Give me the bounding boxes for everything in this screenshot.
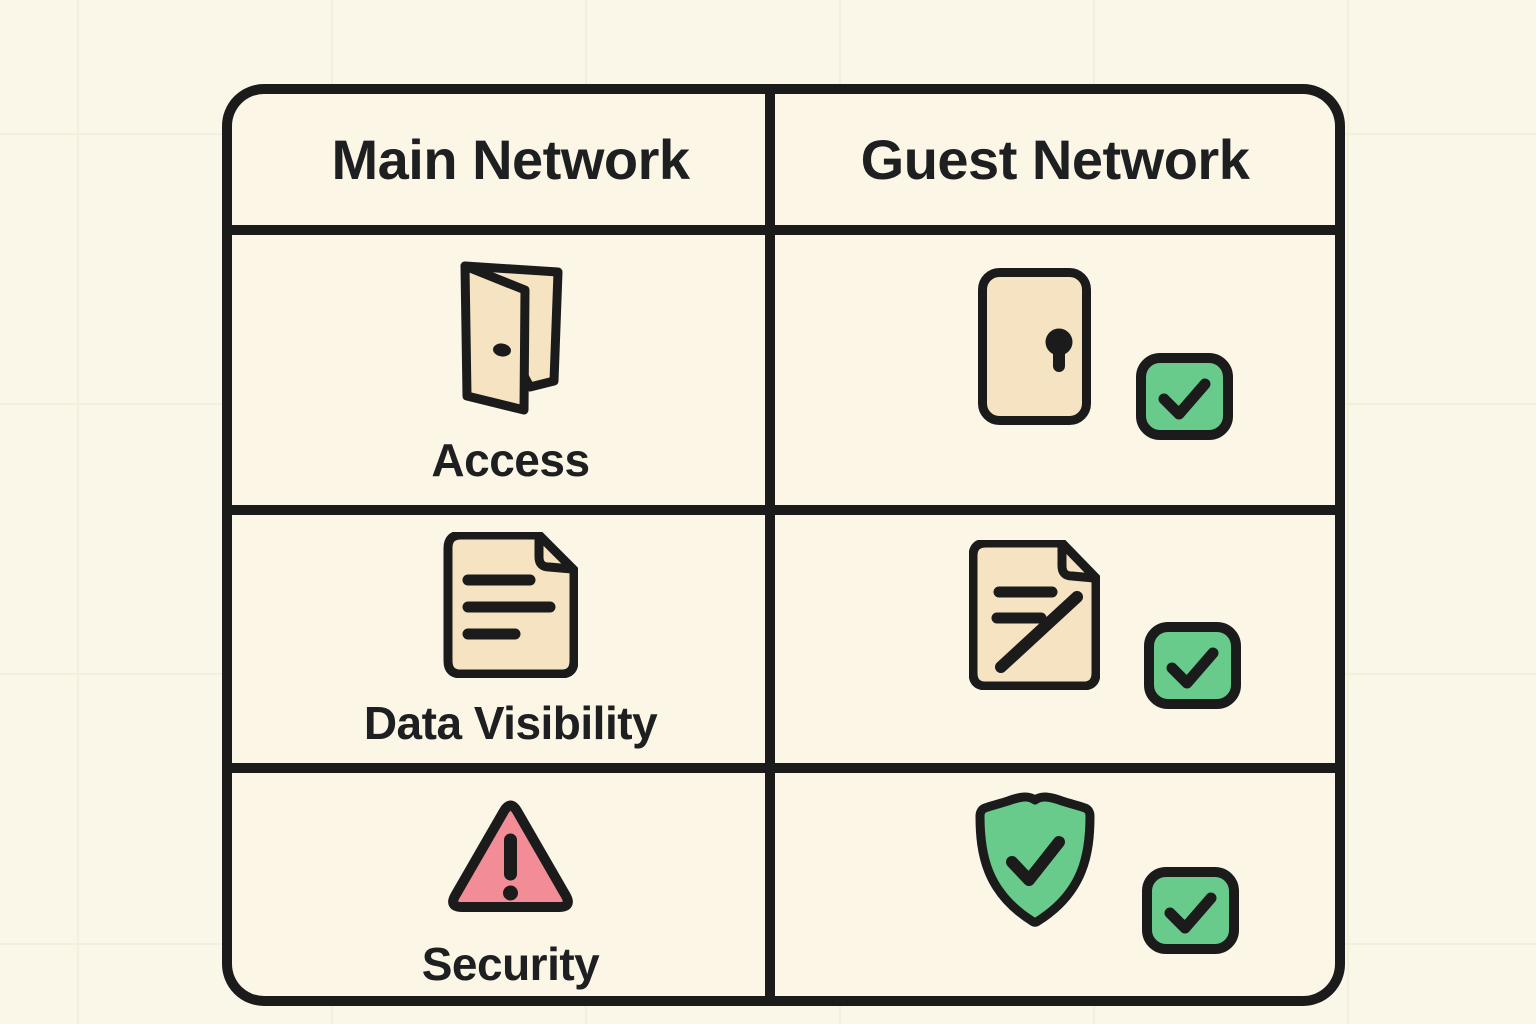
row-label-data-visibility: Data Visibility [363,697,658,749]
cell-guest-security [775,773,1335,996]
cell-main-security: Security [232,773,765,996]
row-label-security: Security [421,937,600,990]
checkbox-checked-icon [1141,867,1239,954]
row-label-access: Access [431,433,590,486]
header-main-network: Main Network [232,94,765,225]
door-open-icon [455,258,567,415]
cell-guest-access [775,235,1335,505]
checkbox-checked-icon [1136,352,1233,440]
checkbox-checked-icon [1144,621,1241,709]
cell-guest-data-visibility [775,515,1335,763]
network-comparison-table: Main Network Guest Network Access [222,84,1345,1006]
door-locked-icon [977,267,1092,426]
cell-main-data-visibility: Data Visibility [232,515,765,763]
header-main-network-label: Main Network [331,128,690,191]
warning-triangle-icon [444,797,577,919]
header-guest-network-label: Guest Network [860,128,1250,191]
document-icon [443,532,578,678]
cell-main-access: Access [232,235,765,505]
document-restricted-icon [969,540,1100,690]
header-guest-network: Guest Network [775,94,1335,225]
shield-check-icon [972,791,1098,931]
